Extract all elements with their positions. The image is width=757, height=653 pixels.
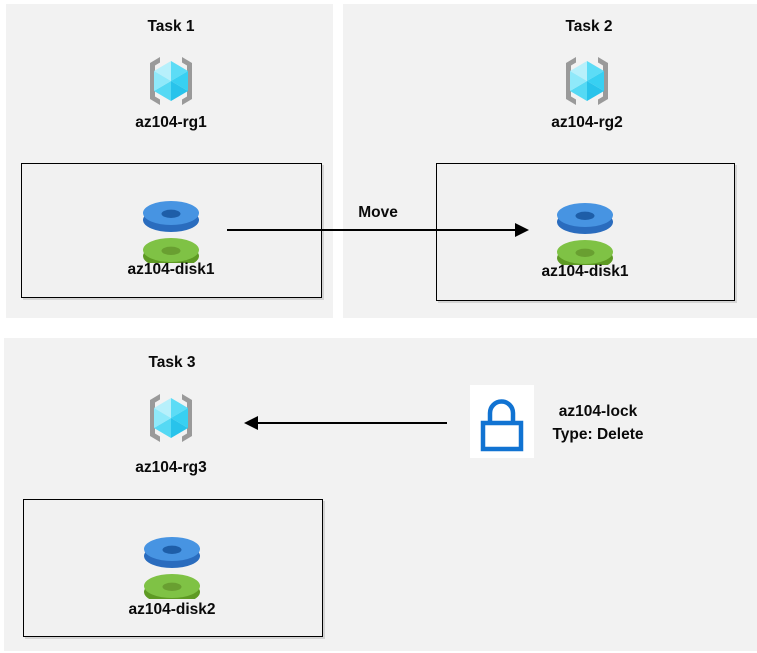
resource-group-icon: [150, 57, 192, 105]
task1-disk-label: az104-disk1: [127, 261, 215, 278]
task1-title: Task 1: [147, 18, 195, 35]
task2-disk-label: az104-disk1: [541, 263, 629, 280]
resource-group-icon: [566, 57, 608, 105]
lock-glyph-icon: [471, 388, 533, 456]
lock-label-block: az104-lock Type: Delete: [537, 400, 659, 446]
lock-arrow-line: [256, 422, 447, 424]
move-arrow-line: [227, 229, 516, 231]
managed-disk-icon: [557, 203, 613, 265]
lock-arrowhead-icon: [244, 415, 258, 430]
task3-disk-label: az104-disk2: [128, 601, 216, 618]
lock-type-label: Type: Delete: [552, 426, 644, 443]
task2-title: Task 2: [565, 18, 613, 35]
resource-group-icon: [150, 394, 192, 442]
task3-disk-box: [23, 499, 323, 637]
task1-rg-label: az104-rg1: [135, 114, 207, 131]
task3-title: Task 3: [148, 354, 196, 371]
lock-name-label: az104-lock: [558, 403, 638, 420]
managed-disk-icon: [144, 537, 200, 599]
lock-icon: [470, 385, 534, 458]
move-arrow-label: Move: [358, 204, 398, 221]
task3-rg-label: az104-rg3: [135, 459, 207, 476]
move-arrowhead-icon: [515, 222, 529, 237]
managed-disk-icon: [143, 201, 199, 263]
task2-rg-label: az104-rg2: [551, 114, 623, 131]
